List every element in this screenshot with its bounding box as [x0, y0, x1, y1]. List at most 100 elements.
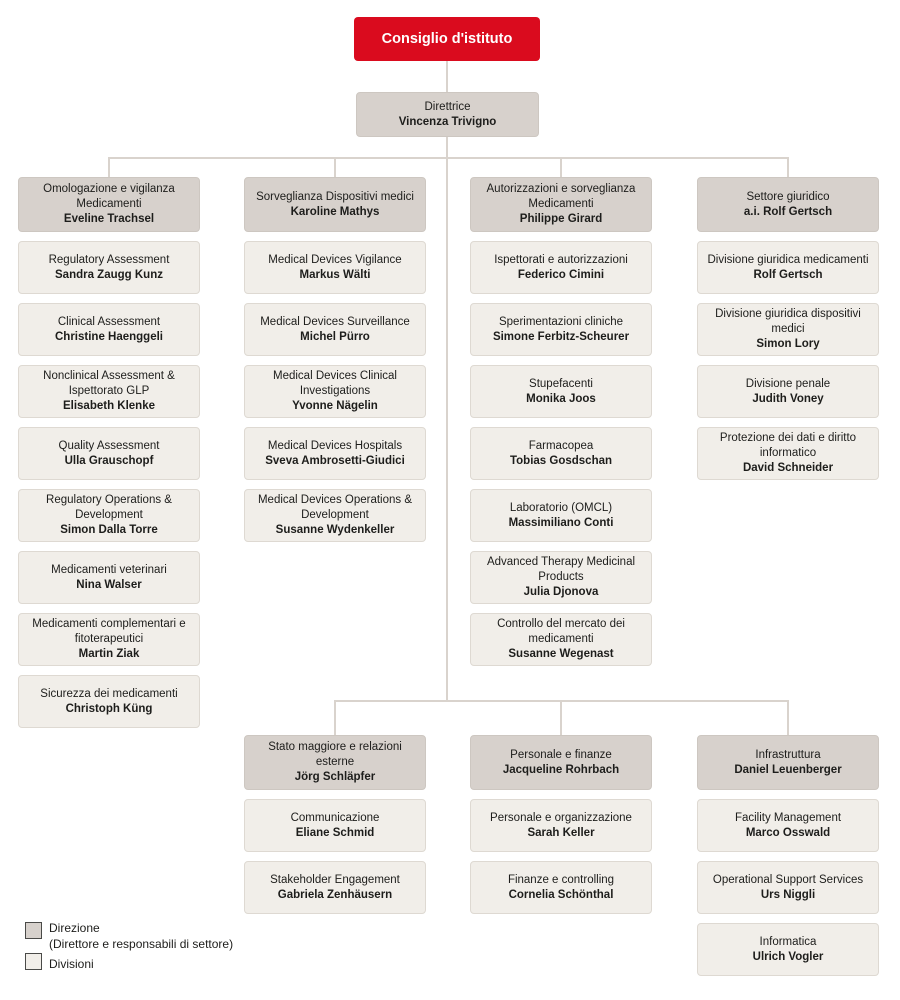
division-box: Quality Assessment Ulla Grauschopf: [18, 427, 200, 480]
division-head-name: Elisabeth Klenke: [62, 399, 156, 412]
division-head-name: Christine Haenggeli: [55, 330, 163, 343]
org-column-infrastruttura: Infrastruttura Daniel Leuenberger Facili…: [697, 735, 879, 976]
sector-head-name: Jacqueline Rohrbach: [502, 763, 620, 776]
director-box: Direttrice Vincenza Trivigno: [356, 92, 539, 137]
division-head-name: Cornelia Schönthal: [508, 888, 614, 901]
division-title: Advanced Therapy Medicinal Products: [486, 556, 636, 584]
division-box: Medical Devices Operations & Development…: [244, 489, 426, 542]
division-head-name: Tobias Gosdschan: [509, 454, 613, 467]
division-box: Stupefacenti Monika Joos: [470, 365, 652, 418]
division-title: Regulatory Assessment: [48, 253, 170, 266]
sector-title: Omologazione e vigilanza Medicamenti: [43, 183, 175, 211]
division-title: Medical Devices Hospitals: [267, 439, 403, 452]
division-title: Divisione giuridica dispositivi medici: [715, 308, 861, 336]
division-box: Informatica Ulrich Vogler: [697, 923, 879, 976]
division-box: Clinical Assessment Christine Haenggeli: [18, 303, 200, 356]
org-column-omologazione: Omologazione e vigilanza Medicamenti Eve…: [18, 177, 200, 728]
sector-head-box: Omologazione e vigilanza Medicamenti Eve…: [18, 177, 200, 232]
division-head-name: Massimiliano Conti: [508, 516, 614, 529]
division-head-name: Ulla Grauschopf: [64, 454, 154, 467]
connector-stub-top-2: [334, 157, 336, 177]
division-title: Controllo del mercato dei medicamenti: [497, 618, 625, 646]
sector-title: Infrastruttura: [755, 748, 821, 761]
division-head-name: Ulrich Vogler: [752, 950, 824, 963]
division-head-name: Simon Dalla Torre: [60, 523, 158, 536]
legend-divisioni-label: Divisioni: [49, 957, 94, 971]
division-box: Medicamenti veterinari Nina Walser: [18, 551, 200, 604]
connector-trunk: [446, 137, 448, 701]
division-box: Communicazione Eliane Schmid: [244, 799, 426, 852]
division-title: Regulatory Operations & Development: [46, 494, 172, 522]
division-box: Medical Devices Surveillance Michel Pürr…: [244, 303, 426, 356]
connector-stub-bottom-2: [560, 700, 562, 735]
division-head-name: Simon Lory: [756, 337, 820, 350]
division-head-name: Sandra Zaugg Kunz: [55, 268, 163, 281]
division-title: Medicamenti complementari e fitoterapeut…: [32, 618, 186, 646]
director-title: Direttrice: [424, 100, 471, 113]
division-head-name: Eliane Schmid: [295, 826, 375, 839]
connector-top-rail: [108, 157, 789, 159]
division-title: Informatica: [759, 935, 817, 948]
division-head-name: Federico Cimini: [517, 268, 605, 281]
connector-stub-bottom-3: [787, 700, 789, 735]
sector-title: Autorizzazioni e sorveglianza Medicament…: [486, 183, 636, 211]
division-head-name: Markus Wälti: [299, 268, 371, 281]
board-box: Consiglio d'istituto: [354, 17, 540, 61]
division-title: Medical Devices Clinical Investigations: [273, 370, 397, 398]
division-head-name: Simone Ferbitz-Scheurer: [492, 330, 630, 343]
division-box: Controllo del mercato dei medicamenti Su…: [470, 613, 652, 666]
division-head-name: Monika Joos: [526, 392, 596, 405]
org-column-autorizzazioni: Autorizzazioni e sorveglianza Medicament…: [470, 177, 652, 666]
legend-direzione-sublabel: (Direttore e responsabili di settore): [49, 937, 234, 951]
division-head-name: Gabriela Zenhäusern: [277, 888, 393, 901]
sector-head-box: Personale e finanze Jacqueline Rohrbach: [470, 735, 652, 790]
division-head-name: Judith Voney: [752, 392, 824, 405]
division-box: Stakeholder Engagement Gabriela Zenhäuse…: [244, 861, 426, 914]
division-box: Laboratorio (OMCL) Massimiliano Conti: [470, 489, 652, 542]
division-title: Divisione penale: [745, 377, 831, 390]
division-title: Protezione dei dati e diritto informatic…: [719, 432, 857, 460]
legend-direzione-label: Direzione: [49, 921, 100, 935]
division-title: Medical Devices Vigilance: [268, 253, 402, 266]
division-title: Finanze e controlling: [507, 873, 615, 886]
division-title: Laboratorio (OMCL): [509, 501, 613, 514]
sector-title: Stato maggiore e relazioni esterne: [268, 741, 402, 769]
division-title: Stakeholder Engagement: [270, 873, 400, 886]
org-column-giuridico: Settore giuridico a.i. Rolf Gertsch Divi…: [697, 177, 879, 480]
division-title: Facility Management: [734, 811, 842, 824]
sector-head-name: Jörg Schläpfer: [294, 770, 376, 783]
connector-stub-top-4: [787, 157, 789, 177]
legend-direzione-swatch: [25, 922, 42, 939]
division-box: Operational Support Services Urs Niggli: [697, 861, 879, 914]
division-box: Divisione penale Judith Voney: [697, 365, 879, 418]
division-title: Medical Devices Surveillance: [260, 315, 410, 328]
division-box: Medical Devices Clinical Investigations …: [244, 365, 426, 418]
division-title: Nonclinical Assessment & Ispettorato GLP: [43, 370, 175, 398]
division-head-name: Urs Niggli: [760, 888, 816, 901]
division-box: Facility Management Marco Osswald: [697, 799, 879, 852]
sector-head-box: Stato maggiore e relazioni esterne Jörg …: [244, 735, 426, 790]
sector-head-box: Autorizzazioni e sorveglianza Medicament…: [470, 177, 652, 232]
director-name: Vincenza Trivigno: [398, 115, 497, 128]
division-head-name: Sveva Ambrosetti-Giudici: [265, 454, 405, 467]
division-title: Stupefacenti: [529, 377, 593, 390]
division-box: Protezione dei dati e diritto informatic…: [697, 427, 879, 480]
sector-title: Settore giuridico: [746, 190, 830, 203]
connector-stub-top-3: [560, 157, 562, 177]
division-title: Farmacopea: [528, 439, 594, 452]
division-title: Medicamenti veterinari: [51, 563, 167, 576]
division-head-name: Susanne Wydenkeller: [275, 523, 395, 536]
division-box: Regulatory Assessment Sandra Zaugg Kunz: [18, 241, 200, 294]
division-box: Farmacopea Tobias Gosdschan: [470, 427, 652, 480]
division-box: Medicamenti complementari e fitoterapeut…: [18, 613, 200, 666]
division-head-name: Nina Walser: [76, 578, 142, 591]
division-title: Operational Support Services: [712, 873, 864, 886]
division-head-name: David Schneider: [742, 461, 834, 474]
sector-head-box: Infrastruttura Daniel Leuenberger: [697, 735, 879, 790]
board-label: Consiglio d'istituto: [381, 31, 513, 47]
sector-title: Sorveglianza Dispositivi medici: [256, 190, 414, 203]
division-title: Sperimentazioni cliniche: [498, 315, 623, 328]
division-box: Nonclinical Assessment & Ispettorato GLP…: [18, 365, 200, 418]
sector-head-name: a.i. Rolf Gertsch: [743, 205, 833, 218]
